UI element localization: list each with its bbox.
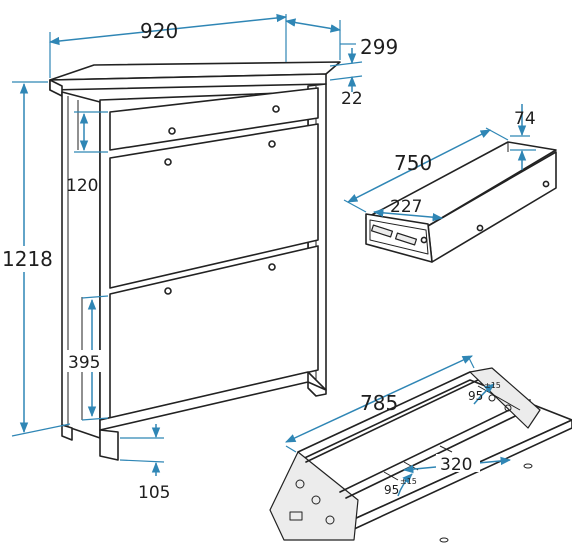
drawer-knob-left [168, 127, 176, 135]
drawer-front-label: 120 [66, 176, 98, 196]
shoe-cabinet [49, 61, 341, 461]
rack-dimensions: 785 320 95 ±15 95 ±15 [285, 355, 512, 497]
upper-angle-label: 95 [468, 389, 483, 403]
front-left-leg [99, 429, 119, 461]
upper-flap-knob-right [268, 140, 276, 148]
lower-flap-knob-left [164, 287, 172, 295]
drawer-length-label: 750 [394, 151, 432, 175]
rack-far-bracket [469, 367, 541, 429]
height-label: 1218 [2, 247, 53, 271]
drawer-knob [476, 224, 484, 232]
lower-angle-label: 95 [384, 483, 399, 497]
rack-lower-rail [339, 399, 531, 493]
rack-spacing-label: 320 [440, 455, 472, 475]
cabinet-dimensions: 920 299 22 1218 120 395 105 [0, 13, 398, 503]
depth-label: 299 [360, 35, 398, 59]
flap-height-label: 395 [68, 353, 100, 373]
depth-dimension-line [284, 18, 342, 33]
back-left-leg [61, 424, 73, 441]
drawer-length-line [347, 129, 491, 203]
top-thickness-label: 22 [341, 89, 363, 109]
upper-angle-tolerance: ±15 [484, 381, 501, 390]
drawer-front [109, 87, 319, 151]
drawer-runner [370, 224, 394, 238]
upper-flap-knob-left [164, 158, 172, 166]
width-label: 920 [140, 19, 178, 43]
lower-flap-knob-right [268, 263, 276, 271]
rack-length-line [285, 355, 473, 443]
drawer-dimensions: 750 74 227 [343, 104, 536, 222]
rack-length-label: 785 [360, 391, 398, 415]
leg-height-label: 105 [138, 483, 170, 503]
drawer-width-line [372, 208, 444, 222]
width-dimension-line [48, 13, 288, 46]
drawer-knob-right [272, 105, 280, 113]
drawer-width-label: 227 [390, 197, 422, 217]
drawer-height-label: 74 [514, 109, 536, 129]
lower-angle-tolerance: ±15 [400, 477, 417, 486]
